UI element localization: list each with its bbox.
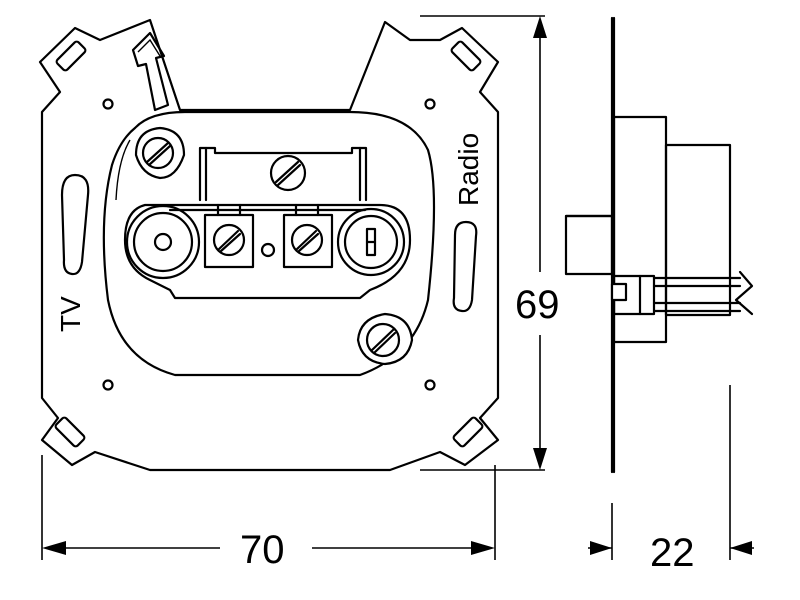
slot-right	[452, 220, 478, 313]
hole-top-left	[102, 98, 114, 110]
slot-bottom-right	[452, 416, 484, 448]
slot-top-left	[55, 40, 87, 72]
terminal-left	[203, 203, 255, 269]
hole-top-right	[424, 98, 436, 110]
slot-bottom-left	[54, 416, 86, 448]
radio-label: Radio	[453, 133, 484, 206]
side-slots	[60, 173, 478, 313]
screw-lower-right	[356, 312, 414, 366]
depth-dimension: 22	[588, 385, 754, 575]
screw-top-center	[269, 154, 307, 192]
height-dimension: 69	[420, 15, 560, 471]
radio-socket	[336, 207, 406, 277]
tv-label: TV	[55, 296, 86, 332]
width-dimension: 70	[41, 455, 496, 572]
slot-left	[60, 173, 90, 276]
hole-bottom-left	[102, 379, 114, 391]
slot-top-right	[450, 40, 482, 72]
connector-carrier	[123, 203, 412, 300]
hole-bottom-right	[424, 379, 436, 391]
terminal-right	[282, 203, 334, 269]
up-arrow-icon	[131, 31, 170, 112]
center-pin	[260, 242, 276, 258]
terminal-bracket	[168, 146, 368, 212]
side-view	[564, 16, 754, 474]
tv-socket	[125, 204, 201, 280]
mounting-holes	[102, 98, 436, 391]
height-value: 69	[515, 283, 560, 327]
depth-value: 22	[650, 531, 695, 575]
width-value: 70	[240, 528, 285, 572]
screw-upper-left	[134, 126, 186, 180]
corner-slots	[54, 40, 484, 448]
mounting-plate	[38, 18, 500, 472]
